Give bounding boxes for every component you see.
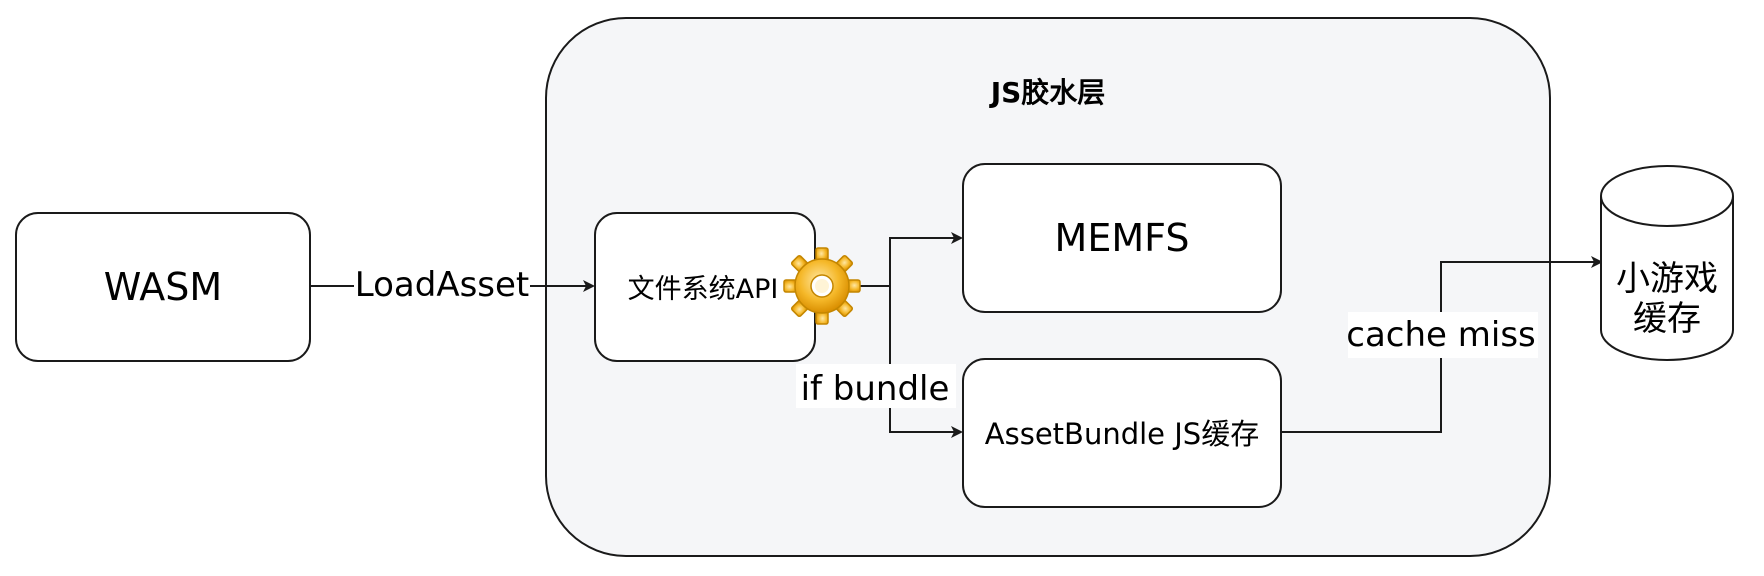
container-title: JS胶水层 bbox=[989, 76, 1106, 109]
node-memfs-label: MEMFS bbox=[1055, 216, 1190, 260]
edge-label-cache-miss: cache miss bbox=[1346, 315, 1536, 355]
node-fs-api-label: 文件系统API bbox=[628, 274, 779, 305]
node-assetbundle-cache: AssetBundle JS缓存 bbox=[962, 358, 1282, 508]
node-assetbundle-cache-label: AssetBundle JS缓存 bbox=[985, 417, 1259, 451]
node-fs-api: 文件系统API bbox=[594, 212, 816, 362]
node-minigame-cache-label-line2: 缓存 bbox=[1633, 299, 1701, 339]
node-memfs: MEMFS bbox=[962, 163, 1282, 313]
node-wasm-label: WASM bbox=[104, 265, 222, 309]
edge-if-bundle bbox=[889, 286, 963, 438]
node-minigame-cache-label-line1: 小游戏 bbox=[1616, 259, 1718, 299]
edge-labels: LoadAsset if bundle cache miss bbox=[354, 262, 1538, 409]
edge-label-if-bundle: if bundle bbox=[801, 369, 950, 409]
node-wasm: WASM bbox=[15, 212, 311, 362]
edge-label-load-asset: LoadAsset bbox=[355, 265, 530, 305]
gear-icon bbox=[783, 247, 861, 325]
node-minigame-cache: 小游戏 缓存 bbox=[1600, 165, 1734, 361]
